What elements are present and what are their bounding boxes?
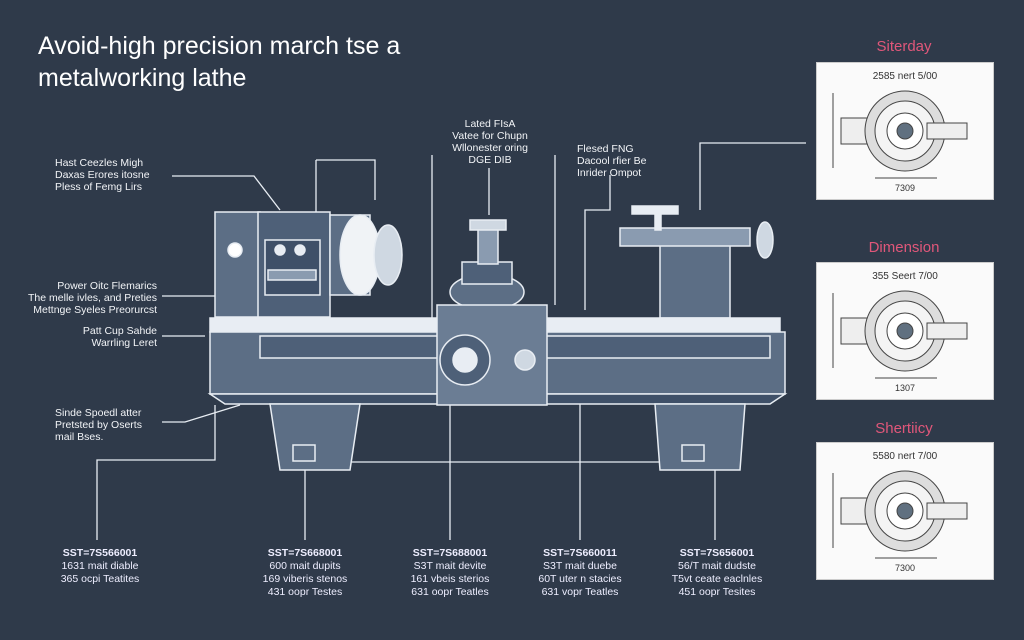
page-title: Avoid-high precision march tse a metalwo… xyxy=(38,30,400,94)
panel-caption: 355 Seert 7/00 xyxy=(872,271,938,282)
carriage xyxy=(449,219,525,311)
detail-panel-1: 2585 nert 5/00 7309 xyxy=(816,62,994,200)
detail-panel-2: 355 Seert 7/00 1307 xyxy=(816,262,994,400)
leader-lines xyxy=(96,142,806,540)
panel-caption: 2585 nert 5/00 xyxy=(872,71,938,82)
title-line-1: Avoid-high precision march tse a xyxy=(38,32,401,60)
chuck-drawing-icon xyxy=(832,290,968,379)
panel-caption: 5580 nert 7/00 xyxy=(872,451,938,462)
panel-heading-3: Shertiicy xyxy=(875,420,933,437)
panel-dimension: 7309 xyxy=(894,183,916,193)
panel-dimension: 7300 xyxy=(894,563,916,573)
panel-heading-2: Dimension xyxy=(868,239,940,256)
panel-dimension: 1307 xyxy=(894,383,916,393)
legs xyxy=(269,403,746,471)
panel-heading-1: Siterday xyxy=(876,38,932,55)
title-line-2: metalworking lathe xyxy=(38,64,247,92)
chuck-drawing-icon xyxy=(832,90,968,179)
detail-panel-3: 5580 nert 7/00 7300 xyxy=(816,442,994,580)
headstock xyxy=(214,211,403,318)
tailstock xyxy=(619,205,774,319)
chuck-drawing-icon xyxy=(832,470,968,559)
bed xyxy=(207,304,788,406)
